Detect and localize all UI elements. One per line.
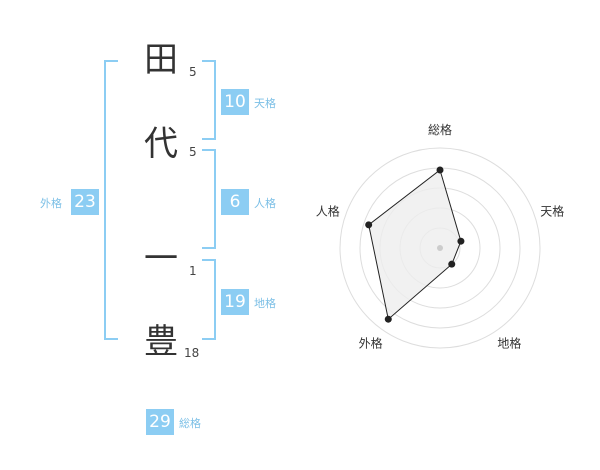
tenkaku-label: 天格: [254, 97, 276, 110]
tenkaku-value: 10: [221, 89, 249, 115]
gaikaku-value: 23: [71, 189, 99, 215]
radar-center-dot: [437, 245, 443, 251]
stroke-count-1: 5: [189, 65, 197, 79]
chikaku-value: 19: [221, 289, 249, 315]
radar-point-2: [457, 237, 465, 245]
radar-axis-label-4: 外格: [359, 336, 383, 351]
radar-axis-label-3: 地格: [497, 336, 521, 351]
gaikaku-label: 外格: [40, 197, 62, 210]
radar-axis-label-1: 総格: [428, 122, 452, 137]
jinkaku-bracket: [202, 149, 216, 249]
name-char-4: 豊: [144, 322, 178, 362]
radar-point-4: [384, 315, 392, 323]
radar-ring: [339, 147, 541, 349]
name-char-3: 一: [144, 239, 178, 279]
radar-point-3: [448, 260, 456, 268]
jinkaku-value: 6: [221, 189, 249, 215]
radar-point-1: [436, 166, 444, 174]
chikaku-label: 地格: [254, 297, 276, 310]
radar-points: [365, 166, 465, 323]
radar-polygon: [368, 169, 462, 321]
tenkaku-bracket: [202, 60, 216, 140]
soukaku-value: 29: [146, 409, 174, 435]
chikaku-bracket: [202, 259, 216, 340]
name-char-2: 代: [144, 124, 178, 164]
soukaku-label: 総格: [179, 417, 201, 430]
stroke-count-2: 5: [189, 145, 197, 159]
stroke-count-3: 1: [189, 264, 197, 278]
jinkaku-label: 人格: [254, 197, 276, 210]
radar-axis-label-5: 人格: [316, 204, 340, 219]
name-char-1: 田: [144, 40, 178, 80]
stroke-count-4: 18: [184, 346, 200, 360]
radar-axis-label-2: 天格: [540, 204, 564, 219]
gaikaku-bracket: [104, 60, 118, 340]
radar-point-5: [365, 221, 373, 229]
